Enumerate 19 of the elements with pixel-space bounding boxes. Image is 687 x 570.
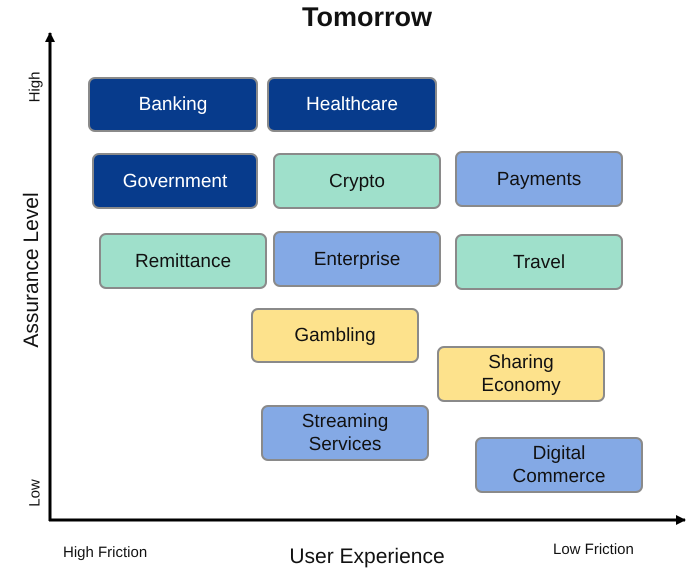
category-box: Digital Commerce <box>475 437 643 493</box>
axis-title: Assurance Level <box>20 192 44 348</box>
category-box: Banking <box>88 77 258 132</box>
axis-tick-label: Low Friction <box>553 541 634 558</box>
axis-tick-label: High <box>26 72 44 102</box>
category-box: Government <box>92 153 258 209</box>
category-box: Healthcare <box>267 77 437 132</box>
category-box: Travel <box>455 234 623 290</box>
category-box: Crypto <box>273 153 441 209</box>
category-box: Gambling <box>251 308 419 363</box>
category-box: Remittance <box>99 233 267 289</box>
axis-tick-label: Low <box>26 479 44 507</box>
category-box: Sharing Economy <box>437 346 605 402</box>
axis-title: User Experience <box>289 545 445 569</box>
category-box: Enterprise <box>273 231 441 287</box>
axis-tick-label: High Friction <box>63 544 148 561</box>
category-box: Streaming Services <box>261 405 429 461</box>
category-box: Payments <box>455 151 623 207</box>
chart-title: Tomorrow <box>302 2 432 33</box>
